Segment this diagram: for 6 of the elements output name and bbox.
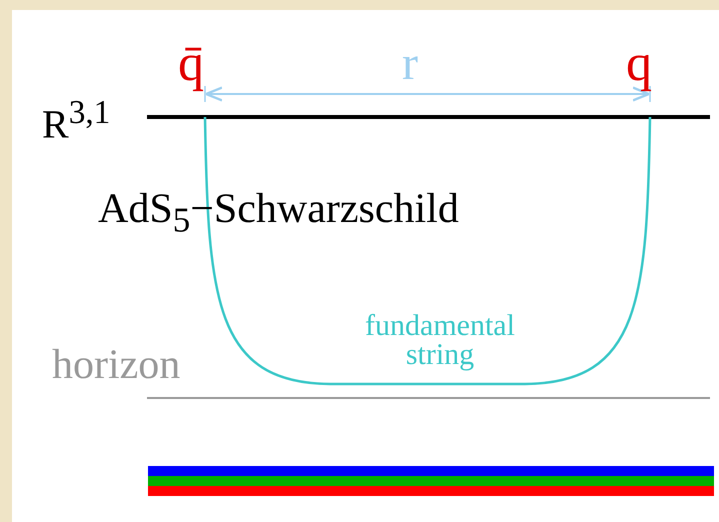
space-label: R$^{3,1}$: [42, 96, 110, 144]
distance-label: r: [402, 40, 418, 88]
string-label: fundamental string: [364, 312, 516, 369]
quark-label: q: [626, 38, 652, 90]
horizon-label: horizon: [52, 344, 180, 386]
quark-label: q̄: [178, 38, 204, 90]
